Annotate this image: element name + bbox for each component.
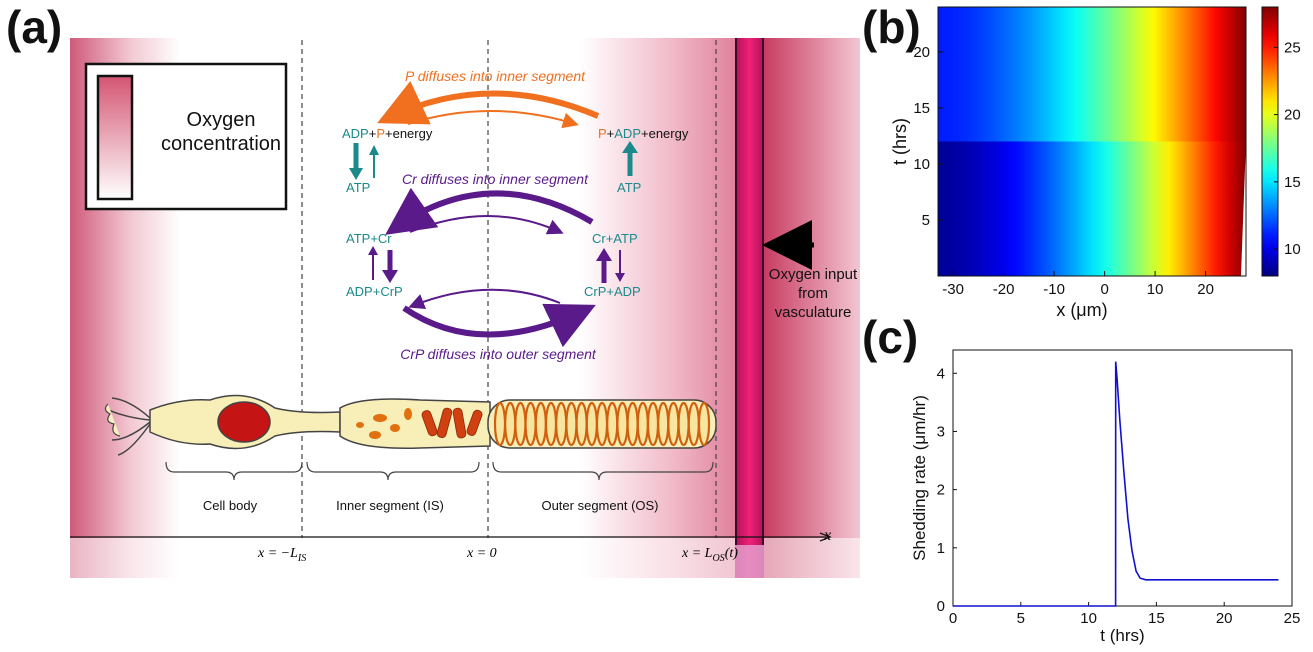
panel-label-c: (c) (862, 311, 919, 363)
reaction-right-top-p: P (598, 126, 607, 141)
outer-segment-label: Outer segment (OS) (541, 498, 659, 513)
panel-label-a: (a) (6, 1, 63, 53)
heatmap-x-axis-label: x (μm) (1056, 300, 1107, 320)
heatmap-y-tick-label: 10 (913, 156, 930, 173)
line-chart-y-tick-label: 1 (937, 540, 945, 557)
heatmap-x-tick-label: 10 (1147, 281, 1164, 298)
reaction-left-mid-bottom: ADP+CrP (346, 284, 403, 299)
line-chart-x-tick-label: 10 (1080, 610, 1097, 627)
atp-right: ATP (617, 180, 642, 195)
heatmap-x-tick-label: -20 (993, 281, 1015, 298)
tick-los-main: x = L (682, 546, 713, 561)
heatmap-x-tick-label: 0 (1100, 281, 1108, 298)
reaction-left-top-rest: +energy (385, 126, 433, 141)
photoreceptor-cell-illustration (104, 394, 717, 456)
reaction-left-top-p: P (376, 126, 385, 141)
heatmap-region-before-shedding (938, 141, 1246, 276)
oxygen-input-line-3: vasculature (774, 304, 852, 321)
heatmap-y-tick-label: 20 (913, 44, 930, 61)
line-chart-y-tick-label: 3 (937, 423, 945, 440)
colorbar-tick-label: 25 (1284, 39, 1301, 56)
panel-a-diagram (70, 38, 860, 578)
legend-line-2: concentration (160, 133, 282, 155)
line-chart-x-axis-label: t (hrs) (1100, 626, 1144, 645)
line-chart-y-axis-label: Shedding rate (μm/hr) (910, 395, 929, 561)
line-chart-x-tick-label: 20 (1216, 610, 1233, 627)
tick-minus-lis-main: x = −L (258, 546, 298, 561)
reaction-right-mid-bottom: CrP+ADP (584, 284, 641, 299)
line-chart-x-tick-label: 0 (949, 610, 957, 627)
heatmap-y-tick-label: 5 (922, 212, 930, 229)
line-chart-y-tick-label: 0 (937, 598, 945, 615)
heatmap-colorbar (1261, 6, 1279, 277)
heatmap-x-tick-label: -30 (942, 281, 964, 298)
oxygen-input-line-1: Oxygen input (768, 266, 858, 283)
line-chart-y-tick-label: 2 (937, 482, 945, 499)
reaction-left-top-adp: ADP (342, 126, 369, 141)
axis-x-variable: x (824, 527, 832, 544)
line-chart-x-tick-label: 5 (1017, 610, 1025, 627)
cr-diffuses-label: Cr diffuses into inner segment (402, 171, 588, 187)
oxygen-input-label: Oxygen input from vasculature (762, 265, 864, 322)
tick-minus-lis-sub: IS (297, 552, 307, 564)
heatmap-x-tick-label: -10 (1043, 281, 1065, 298)
line-chart-frame (952, 349, 1293, 607)
oxygen-input-line-2: from (798, 285, 828, 302)
shedding-rate-line (953, 361, 1279, 607)
heatmap-frame (937, 6, 1247, 277)
heatmap-y-axis-label: t (hrs) (890, 118, 910, 165)
p-diffuses-label: P diffuses into inner segment (404, 68, 586, 84)
tick-los-sub: OS (712, 552, 725, 564)
reaction-right-top-rest: +energy (641, 126, 689, 141)
panel-c-line-chart: 0 5 10 15 20 25 0 1 2 3 4 t (hrs) Shedding rate (μm/… (910, 349, 1301, 645)
reaction-left-mid-top: ATP+Cr (346, 231, 392, 246)
line-chart-x-tick-label: 15 (1148, 610, 1165, 627)
colorbar-tick-label: 15 (1284, 174, 1301, 191)
reaction-left-top-plus: + (368, 126, 377, 141)
tick-los: x = LOS(t) (682, 546, 738, 564)
cell-body-label: Cell body (202, 498, 258, 513)
tick-zero: x = 0 (467, 546, 497, 561)
reaction-right-top-adp: ADP (614, 126, 641, 141)
colorbar-tick-label: 20 (1284, 107, 1301, 124)
crp-diffuses-label: CrP diffuses into outer segment (400, 346, 596, 362)
line-chart-y-tick-label: 4 (937, 365, 945, 382)
line-chart-x-tick-label: 25 (1284, 610, 1301, 627)
heatmap-y-tick-label: 15 (913, 100, 930, 117)
heatmap-region-after-shedding (938, 7, 1246, 142)
reaction-left-top: ADP+P+energy (342, 126, 432, 141)
heatmap-x-tick-label: 20 (1197, 281, 1214, 298)
legend-line-1: Oxygen (186, 109, 256, 131)
atp-left: ATP (346, 180, 371, 195)
tick-los-tail: (t) (724, 546, 738, 561)
tick-minus-lis: x = −LIS (258, 546, 306, 564)
colorbar-tick-label: 10 (1284, 241, 1301, 258)
legend-label: Oxygen concentration (158, 108, 284, 156)
inner-segment-label: Inner segment (IS) (336, 498, 444, 513)
panel-label-b: (b) (862, 1, 921, 53)
reaction-right-mid-top: Cr+ATP (592, 231, 638, 246)
reaction-right-top-plus: + (606, 126, 615, 141)
reaction-right-top: P+ADP+energy (598, 126, 688, 141)
